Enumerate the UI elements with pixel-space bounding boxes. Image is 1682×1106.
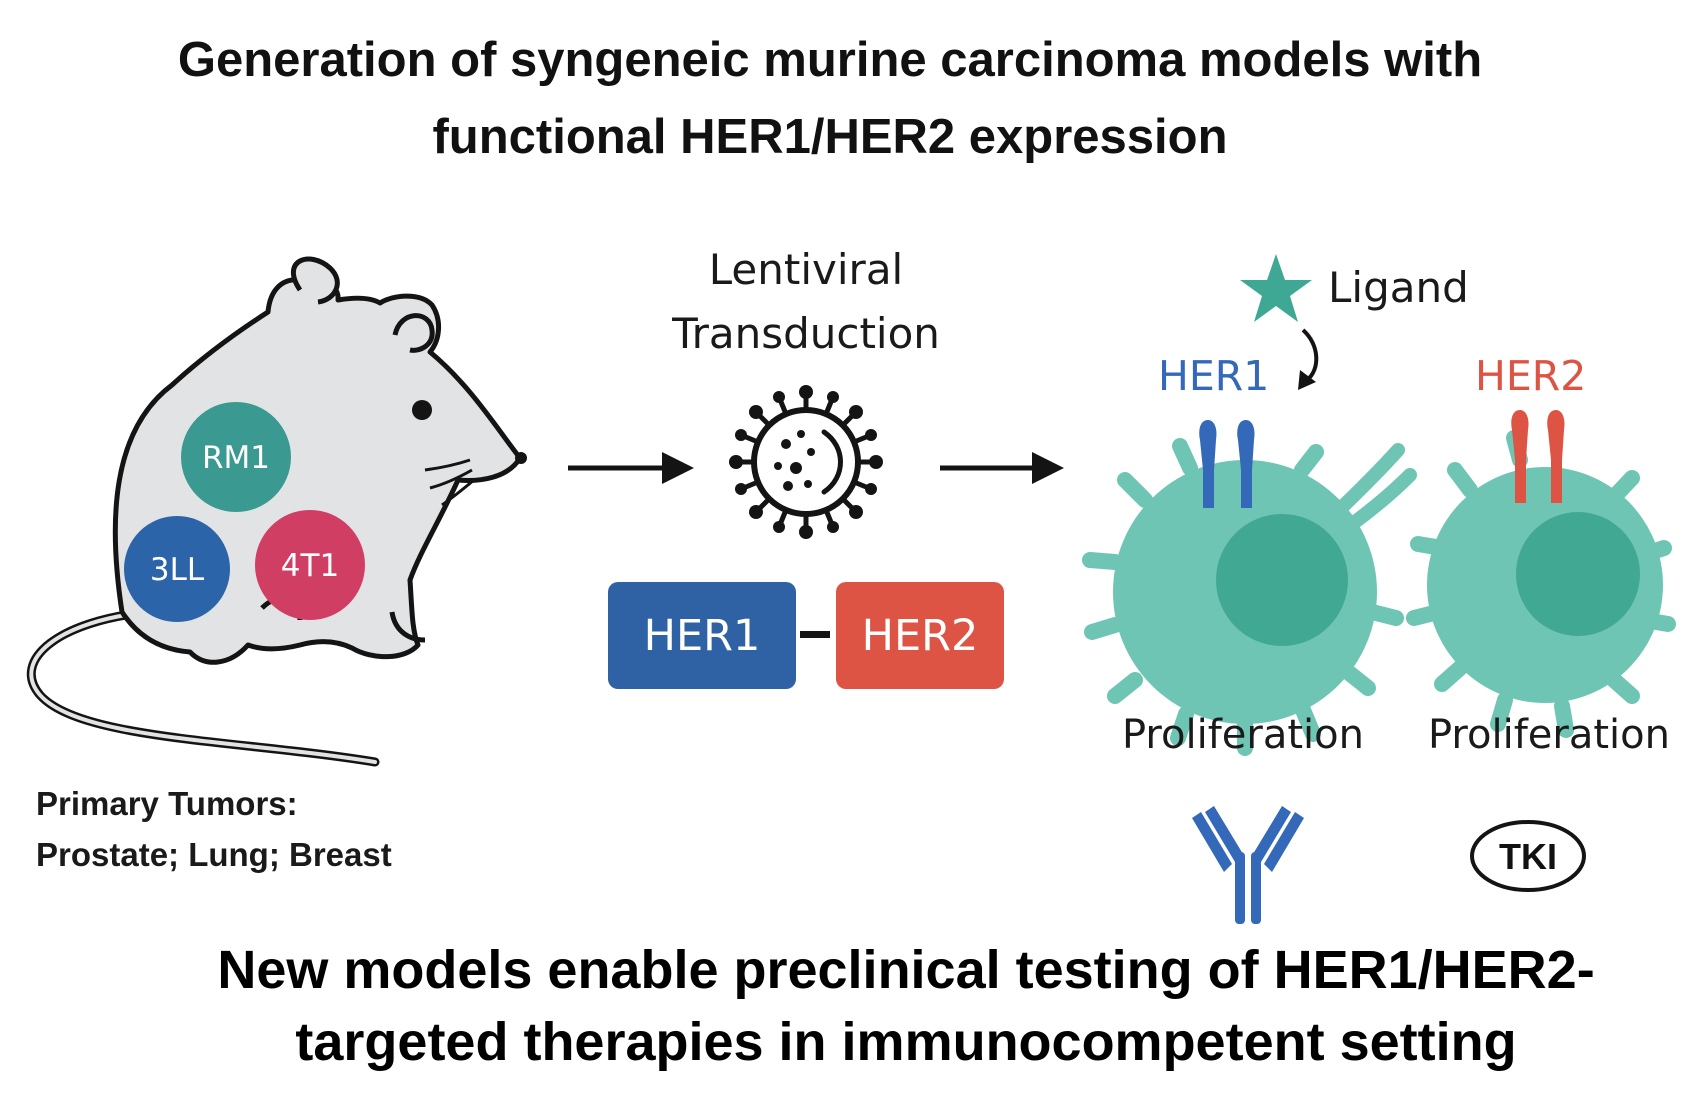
arrow-right-icon [940, 452, 1064, 484]
conclusion-line-2: targeted therapies in immunocompetent se… [295, 1012, 1516, 1072]
virus-icon [729, 385, 883, 539]
tumor-3ll-circle [124, 516, 230, 622]
title-line-1: Generation of syngeneic murine carcinoma… [178, 33, 1482, 87]
arrow-right-icon [568, 452, 694, 484]
receptor-icon [1511, 410, 1565, 503]
tumor-4t1-circle [255, 510, 365, 620]
cell-icon [1082, 438, 1417, 756]
ligand-arrow-icon [1301, 328, 1319, 382]
primary-tumors-heading: Primary Tumors: [36, 785, 298, 822]
antibody-icon [1192, 806, 1304, 924]
proliferation-right-label: Proliferation [1428, 712, 1670, 758]
construct-her2-box [836, 582, 1004, 689]
construct-her2-label: HER2 [862, 611, 979, 661]
primary-tumors-types: Prostate; Lung; Breast [36, 836, 392, 873]
tumor-rm1-circle [181, 402, 291, 512]
title-line-2: functional HER1/HER2 expression [432, 110, 1227, 164]
tumor-4t1-label: 4T1 [281, 548, 339, 584]
her2-receptor-label: HER2 [1475, 352, 1586, 400]
cell-icon [1406, 430, 1676, 738]
ligand-label: Ligand [1328, 263, 1469, 312]
mouse-icon [26, 256, 527, 767]
transduction-label: Transduction [671, 309, 940, 358]
her1-receptor-label: HER1 [1158, 352, 1269, 400]
lentiviral-label: Lentiviral [709, 245, 903, 294]
star-icon [1240, 254, 1312, 322]
tki-label: TKI [1499, 836, 1557, 877]
tki-oval [1470, 820, 1586, 892]
construct-linker [800, 631, 830, 638]
receptor-icon [1199, 420, 1255, 508]
construct-her1-label: HER1 [644, 611, 761, 661]
conclusion-line-1: New models enable preclinical testing of… [217, 940, 1594, 1000]
proliferation-left-label: Proliferation [1122, 712, 1364, 758]
construct-her1-box [608, 582, 796, 689]
tumor-3ll-label: 3LL [150, 552, 205, 588]
tumor-rm1-label: RM1 [202, 440, 270, 476]
